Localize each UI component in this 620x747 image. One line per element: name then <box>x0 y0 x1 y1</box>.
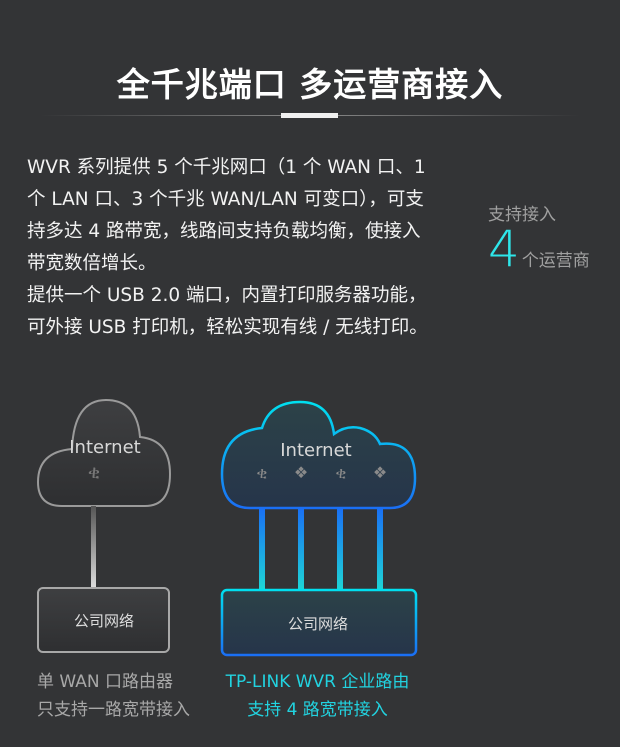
right-caption-line: 支持 4 路宽带接入 <box>247 700 388 720</box>
right-box-label: 公司网络 <box>288 615 348 633</box>
china-telecom-icon: ቂ <box>336 463 347 482</box>
description-line: 提供一个 USB 2.0 端口，内置打印服务器功能， <box>27 285 427 306</box>
page-title: 全千兆端口 多运营商接入 <box>116 65 504 104</box>
left-box-label: 公司网络 <box>74 612 134 630</box>
isp-highlight-label: 支持接入 <box>488 205 556 225</box>
left-caption: 单 WAN 口路由器 只支持一路宽带接入 <box>37 668 190 724</box>
right-connection-line <box>298 508 304 590</box>
china-unicom-icon: ❖ <box>373 463 387 482</box>
title-divider-highlight <box>281 113 338 118</box>
right-connection-line <box>259 508 265 590</box>
left-connection-line <box>91 506 96 588</box>
right-cloud-label: Internet <box>280 440 351 461</box>
right-connection-line <box>377 508 383 590</box>
left-network-box: 公司网络 <box>37 587 170 653</box>
right-network-box: 公司网络 <box>220 588 418 657</box>
china-telecom-icon: ቂ <box>257 463 268 482</box>
right-caption-line: TP-LINK WVR 企业路由 <box>225 672 410 692</box>
network-diagram: Internet ቂ 公司网络 Internet ቂ ❖ ቂ ❖ 公司网络 <box>36 398 418 657</box>
isp-count: 4 <box>488 220 520 278</box>
isp-unit: 个运营商 <box>521 251 590 271</box>
china-telecom-icon: ቂ <box>88 462 100 483</box>
right-connection-line <box>337 508 343 590</box>
description-line: 带宽数倍增长。 <box>27 253 157 274</box>
description-line: 可外接 USB 打印机，轻松实现有线 / 无线打印。 <box>27 317 428 338</box>
left-cloud-label: Internet <box>69 437 140 458</box>
description-line: WVR 系列提供 5 个千兆网口（1 个 WAN 口、1 <box>27 157 426 178</box>
description: WVR 系列提供 5 个千兆网口（1 个 WAN 口、1 个 LAN 口、3 个… <box>27 152 428 344</box>
right-caption: TP-LINK WVR 企业路由 支持 4 路宽带接入 <box>210 668 425 724</box>
left-caption-line: 只支持一路宽带接入 <box>37 700 190 720</box>
left-cloud: Internet ቂ <box>36 398 172 507</box>
description-line: 个 LAN 口、3 个千兆 WAN/LAN 可变口），可支 <box>27 189 424 210</box>
right-cloud: Internet ቂ ❖ ቂ ❖ <box>220 400 417 510</box>
isp-highlight: 支持接入 4 个运营商 <box>488 200 590 275</box>
description-line: 持多达 4 路带宽，线路间支持负载均衡，使接入 <box>27 221 421 242</box>
china-unicom-icon: ❖ <box>294 463 308 482</box>
left-caption-line: 单 WAN 口路由器 <box>37 672 174 692</box>
